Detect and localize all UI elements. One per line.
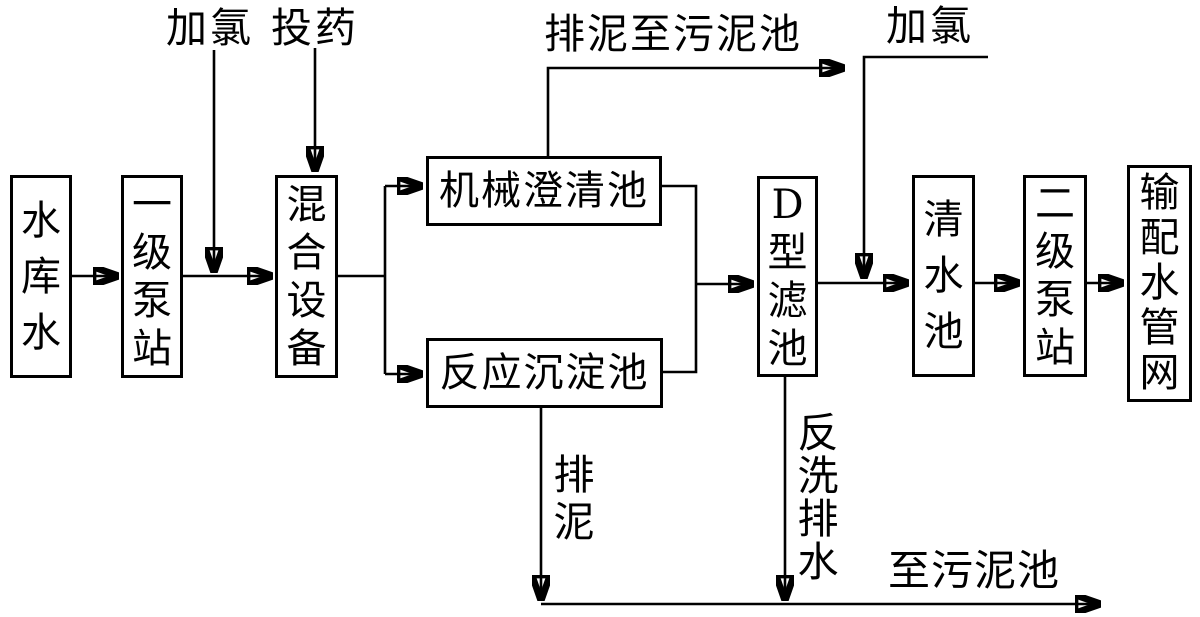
box-mixing-equipment: 混合设备 [275, 175, 338, 378]
box-clear-water-tank-label: 清水池 [923, 197, 964, 355]
arrow-sludge-to-pool-top [546, 68, 845, 156]
box-reservoir-water: 水库水 [10, 175, 72, 378]
box-distribution-network: 输配水管网 [1127, 165, 1192, 402]
label-chlorine-pre: 加氯 [166, 4, 254, 52]
arrow-chlorine-post-drop [864, 55, 988, 279]
label-dosing: 投药 [271, 4, 359, 52]
box-mechanical-clarifier: 机械澄清池 [426, 156, 662, 226]
box-secondary-pump-station-label: 二级泵站 [1035, 181, 1075, 371]
label-sludge-discharge: 排泥 [553, 451, 595, 546]
line-sedimentation-merge [663, 284, 698, 374]
box-d-type-filter-label: D型滤池 [767, 181, 808, 372]
box-mixing-equipment-label: 混合设备 [286, 181, 327, 372]
box-d-type-filter: D型滤池 [757, 176, 818, 377]
box-clear-water-tank: 清水池 [912, 175, 975, 377]
box-reaction-sedimentation-label: 反应沉淀池 [439, 350, 650, 396]
box-distribution-network-label: 输配水管网 [1139, 170, 1180, 396]
box-primary-pump-station: 一级泵站 [121, 175, 183, 378]
label-backwash-drain: 反洗排水 [797, 409, 839, 586]
label-to-sludge-pool: 至污泥池 [888, 546, 1061, 595]
box-mechanical-clarifier-label: 机械澄清池 [439, 168, 649, 214]
box-reservoir-water-label: 水库水 [21, 197, 61, 356]
box-primary-pump-station-label: 一级泵站 [132, 181, 172, 372]
line-clarifier-merge [662, 184, 698, 284]
line-mixing-split [338, 186, 387, 374]
label-chlorine-post: 加氯 [886, 2, 974, 50]
label-sludge-to-pool-top: 排泥至污泥池 [544, 10, 802, 58]
box-reaction-sedimentation: 反应沉淀池 [426, 338, 663, 408]
box-secondary-pump-station: 二级泵站 [1023, 175, 1087, 377]
